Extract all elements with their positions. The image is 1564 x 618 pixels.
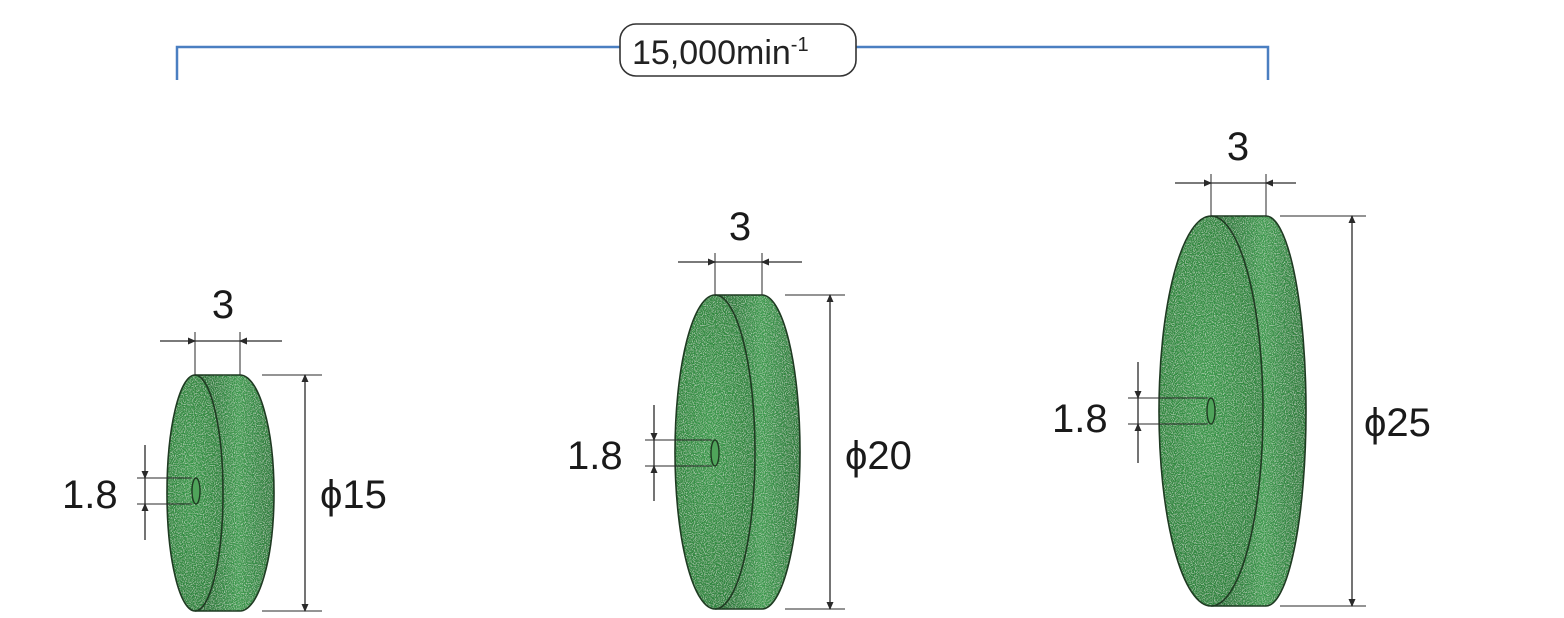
speed-label-box [619,23,857,77]
wheel-25-hole-label: 1.8 [1052,397,1108,441]
wheel-20-width-dimension: 3 [678,205,802,295]
wheel-15-width-dimension: 3 [160,283,282,375]
wheel-15-diameter-label: ϕ15 [320,473,387,517]
speed-value: 15,000min [632,34,791,72]
speed-bracket-line [175,45,1270,80]
wheel-20-hole [710,439,720,467]
wheel-20-diameter-label: ϕ20 [845,434,912,478]
wheel-25-hole [1206,397,1216,425]
wheel-15-hole [191,477,201,505]
wheel-20-hole-dimension: 1.8 [567,405,712,501]
wheel-25-body [1159,216,1306,606]
wheel-15-width-label: 3 [212,283,234,327]
speed-bracket: 15,000min-1 [175,23,1270,80]
wheel-15-hole-dimension: 1.8 [62,445,192,540]
speed-superscript: -1 [791,34,809,56]
wheel-25-diameter-dimension: ϕ25 [1280,215,1431,607]
wheel-25-width-dimension: 3 [1175,125,1296,216]
wheel-25-diameter-label: ϕ25 [1364,401,1431,445]
speed-label: 15,000min-1 [632,34,809,72]
wheel-15-diameter-dimension: ϕ15 [262,374,387,612]
wheel-15-hole-label: 1.8 [62,473,118,517]
wheel-15-body [167,375,274,611]
wheel-25: 3 ϕ25 1.8 [1052,125,1431,607]
wheel-25-width-label: 3 [1227,125,1249,169]
wheel-20-hole-label: 1.8 [567,434,623,478]
wheel-20-body [675,295,800,609]
wheel-25-hole-dimension: 1.8 [1052,362,1208,463]
wheel-20-diameter-dimension: ϕ20 [785,294,912,610]
wheel-20: 3 ϕ20 1.8 [567,205,912,610]
wheel-15: 3 ϕ15 1.8 [62,283,387,612]
wheel-20-width-label: 3 [729,205,751,249]
